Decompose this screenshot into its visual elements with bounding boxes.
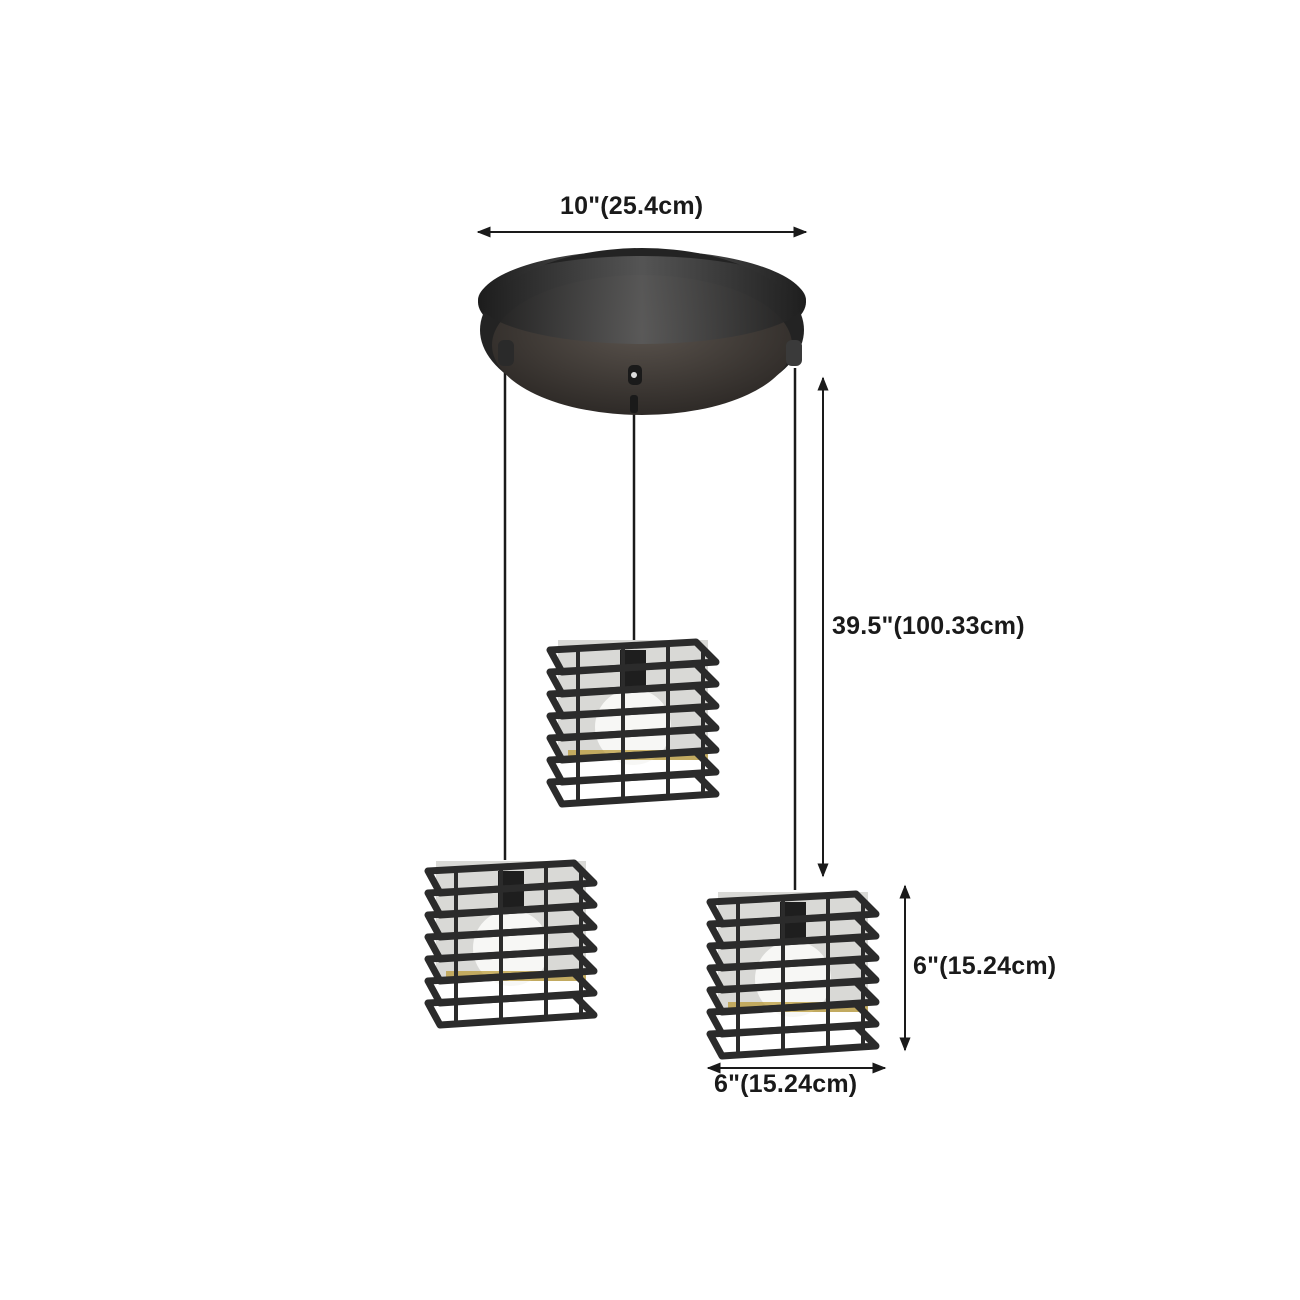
shade-height-label: 6"(15.24cm): [913, 952, 1057, 980]
pendant-shade-left: [428, 861, 594, 1025]
ceiling-canopy: [478, 248, 806, 415]
canopy-diameter-label: 10"(25.4cm): [560, 192, 704, 220]
pendant-cords: [503, 365, 797, 890]
drop-length-label: 39.5"(100.33cm): [832, 612, 1025, 640]
pendant-shade-center: [550, 640, 716, 804]
pendant-shade-right: [710, 892, 876, 1056]
shade-width-label: 6"(15.24cm): [714, 1070, 858, 1098]
